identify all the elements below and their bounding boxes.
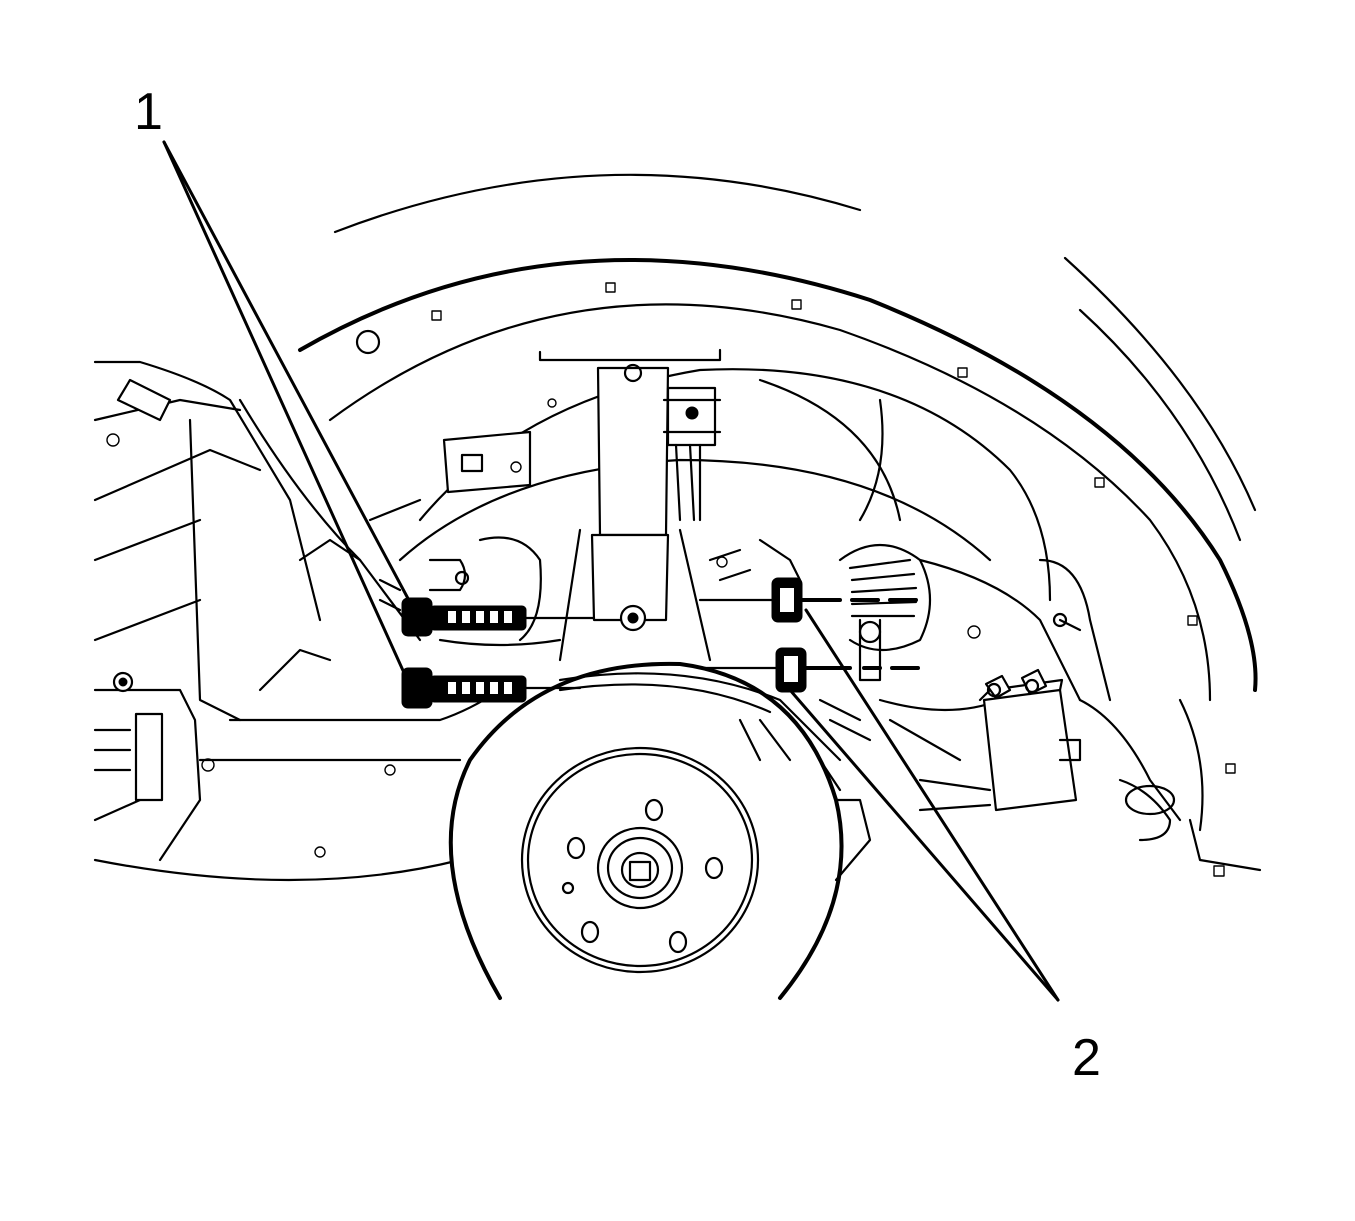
strut-assembly	[558, 363, 722, 662]
leader-1-lower	[162, 140, 412, 688]
leader-1-upper	[162, 140, 414, 608]
left-body-structure	[93, 360, 502, 882]
callout-label-1: 1	[134, 83, 163, 141]
leader-lines	[162, 140, 1060, 1002]
brake-rotor-hub	[448, 661, 872, 1000]
lower-strut-nut	[698, 647, 920, 693]
upper-strut-bolt	[401, 597, 596, 637]
inner-wheel-liner	[398, 348, 1052, 602]
fender-outline	[298, 173, 1258, 774]
upper-strut-nut	[698, 577, 918, 623]
leader-2-lower	[788, 688, 1060, 1002]
control-arm-details	[378, 536, 872, 792]
leader-2-upper	[804, 608, 1060, 1002]
drive-shaft-and-right-components	[838, 543, 1262, 877]
lower-strut-bolt	[401, 667, 582, 709]
strut-bolts	[401, 597, 596, 709]
strut-nuts	[698, 577, 920, 693]
callout-label-2: 2	[1072, 1029, 1101, 1087]
